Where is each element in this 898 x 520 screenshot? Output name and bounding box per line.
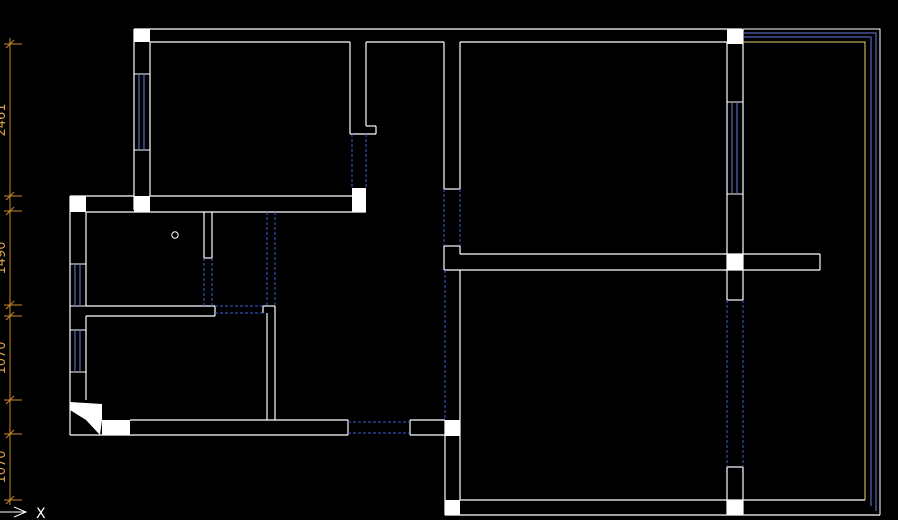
columns xyxy=(70,29,743,515)
dimension-label: 2461 xyxy=(0,103,9,136)
walls xyxy=(69,28,880,516)
floor-drain-icon xyxy=(171,231,179,239)
dimension-label: 1490 xyxy=(0,241,9,274)
dimension-chain xyxy=(4,38,22,505)
ucs-axis-icon xyxy=(0,506,28,518)
door-openings xyxy=(203,134,744,467)
dimension-label: 1070 xyxy=(0,341,9,374)
balcony-rails xyxy=(743,28,881,515)
windows xyxy=(69,73,744,373)
x-axis-label: X xyxy=(36,506,46,520)
dimension-label: 1070 xyxy=(0,450,9,483)
